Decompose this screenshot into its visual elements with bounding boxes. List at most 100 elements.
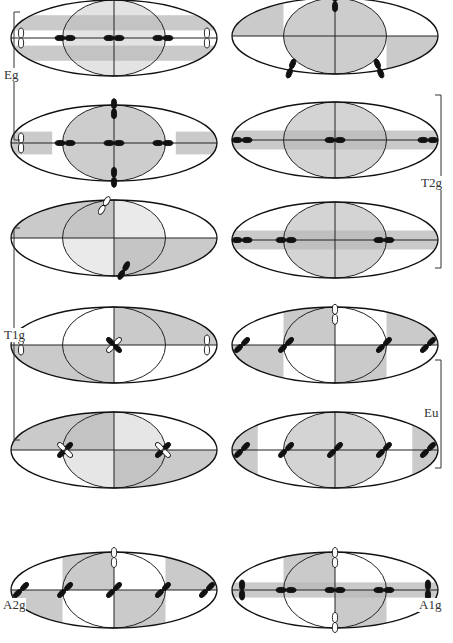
meridian-line (114, 200, 115, 276)
map-outline (232, 307, 438, 383)
orbital-lobe (204, 335, 209, 355)
orbital-lobe (374, 237, 394, 242)
orbital-lobe (105, 581, 123, 599)
orbital-lobe (418, 137, 438, 142)
sphere-map (11, 548, 217, 628)
meridian-line (284, 307, 387, 383)
sphere-map (232, 548, 438, 633)
sphere-map (11, 99, 217, 188)
orbital-lobe (233, 336, 251, 354)
symmetry-label: T1g (3, 328, 26, 342)
orbital-lobe (105, 336, 123, 354)
symmetry-label: T2g (420, 176, 443, 190)
sphere-map (11, 196, 217, 281)
orbital-lobe (117, 261, 132, 281)
map-outline (232, 552, 438, 628)
orbital-lobe (325, 587, 345, 592)
meridian-line (63, 105, 166, 181)
sphere-map (11, 412, 217, 488)
orbital-lobe (332, 0, 337, 12)
orbital-lobe (198, 581, 216, 599)
orbital-lobe (332, 612, 337, 632)
shaded-region (114, 307, 217, 345)
orbital-lobe (18, 28, 23, 48)
orbital-lobe (111, 99, 116, 119)
orbital-lobe (232, 137, 252, 142)
meridian-line (284, 412, 387, 488)
orbital-lobe (97, 196, 112, 216)
orbital-lobe (104, 35, 124, 40)
map-outline (232, 0, 438, 74)
orbital-lobe (375, 441, 393, 459)
meridian-line (284, 552, 387, 628)
orbital-lobe (56, 441, 74, 459)
orbital-lobe (239, 580, 244, 600)
sphere-map (232, 412, 438, 488)
orbital-lobe (325, 137, 345, 142)
orbital-lobe (233, 441, 251, 459)
map-outline (11, 200, 217, 276)
map-outline (11, 0, 217, 76)
sphere-map (232, 0, 438, 79)
meridian-line (284, 102, 387, 178)
orbital-lobe (153, 140, 173, 145)
map-outline (11, 552, 217, 628)
sphere-map (11, 307, 217, 383)
orbital-lobe (154, 441, 172, 459)
orbital-lobe (153, 35, 173, 40)
meridian-line (63, 307, 166, 383)
orbital-lobe (374, 587, 394, 592)
orbital-lobe (18, 133, 23, 153)
meridian-line (114, 412, 115, 488)
orbital-lobe (326, 441, 344, 459)
orbital-lobe (56, 441, 74, 459)
orbital-lobe (12, 581, 30, 599)
orbital-lobe (111, 548, 116, 568)
map-outline (232, 412, 438, 488)
orbital-lobe (104, 140, 124, 145)
orbital-lobe (276, 237, 296, 242)
orbital-lobe (111, 167, 116, 187)
sphere-map (11, 0, 217, 76)
orbital-lobe (373, 58, 385, 79)
orbital-lobe (204, 28, 209, 48)
sphere-map (232, 304, 438, 383)
meridian-line (284, 202, 387, 278)
sphere-map (232, 202, 438, 278)
orbital-lobe (277, 336, 295, 354)
orbital-lobe (277, 441, 295, 459)
map-outline (232, 102, 438, 178)
orbital-lobe (425, 580, 430, 600)
orbital-lobe (375, 336, 393, 354)
orbital-lobe (419, 336, 437, 354)
orbital-lobe (154, 441, 172, 459)
orbital-lobe (285, 58, 297, 79)
map-outline (232, 202, 438, 278)
shaded-region (11, 345, 114, 383)
map-outline (11, 105, 217, 181)
orbital-lobe (55, 140, 75, 145)
orbital-lobe (105, 336, 123, 354)
meridian-line (63, 0, 166, 76)
shaded-region (284, 0, 387, 74)
orbital-lobe (276, 587, 296, 592)
orbital-lobe (154, 581, 172, 599)
symmetry-label: A1g (418, 598, 442, 612)
orbital-lobe (332, 548, 337, 568)
meridian-line (63, 552, 166, 628)
orbital-lobe (55, 35, 75, 40)
orbital-lobe (232, 237, 252, 242)
symmetry-label: Eu (423, 406, 439, 420)
meridian-line (63, 412, 166, 488)
orbital-lobe (419, 441, 437, 459)
meridian-line (335, 202, 336, 278)
shaded-region (387, 36, 439, 74)
map-outline (11, 412, 217, 488)
meridian-line (63, 200, 166, 276)
orbital-lobe (332, 304, 337, 324)
orbital-lobe (56, 581, 74, 599)
meridian-line (284, 0, 387, 74)
symmetry-label: Eg (3, 68, 19, 82)
